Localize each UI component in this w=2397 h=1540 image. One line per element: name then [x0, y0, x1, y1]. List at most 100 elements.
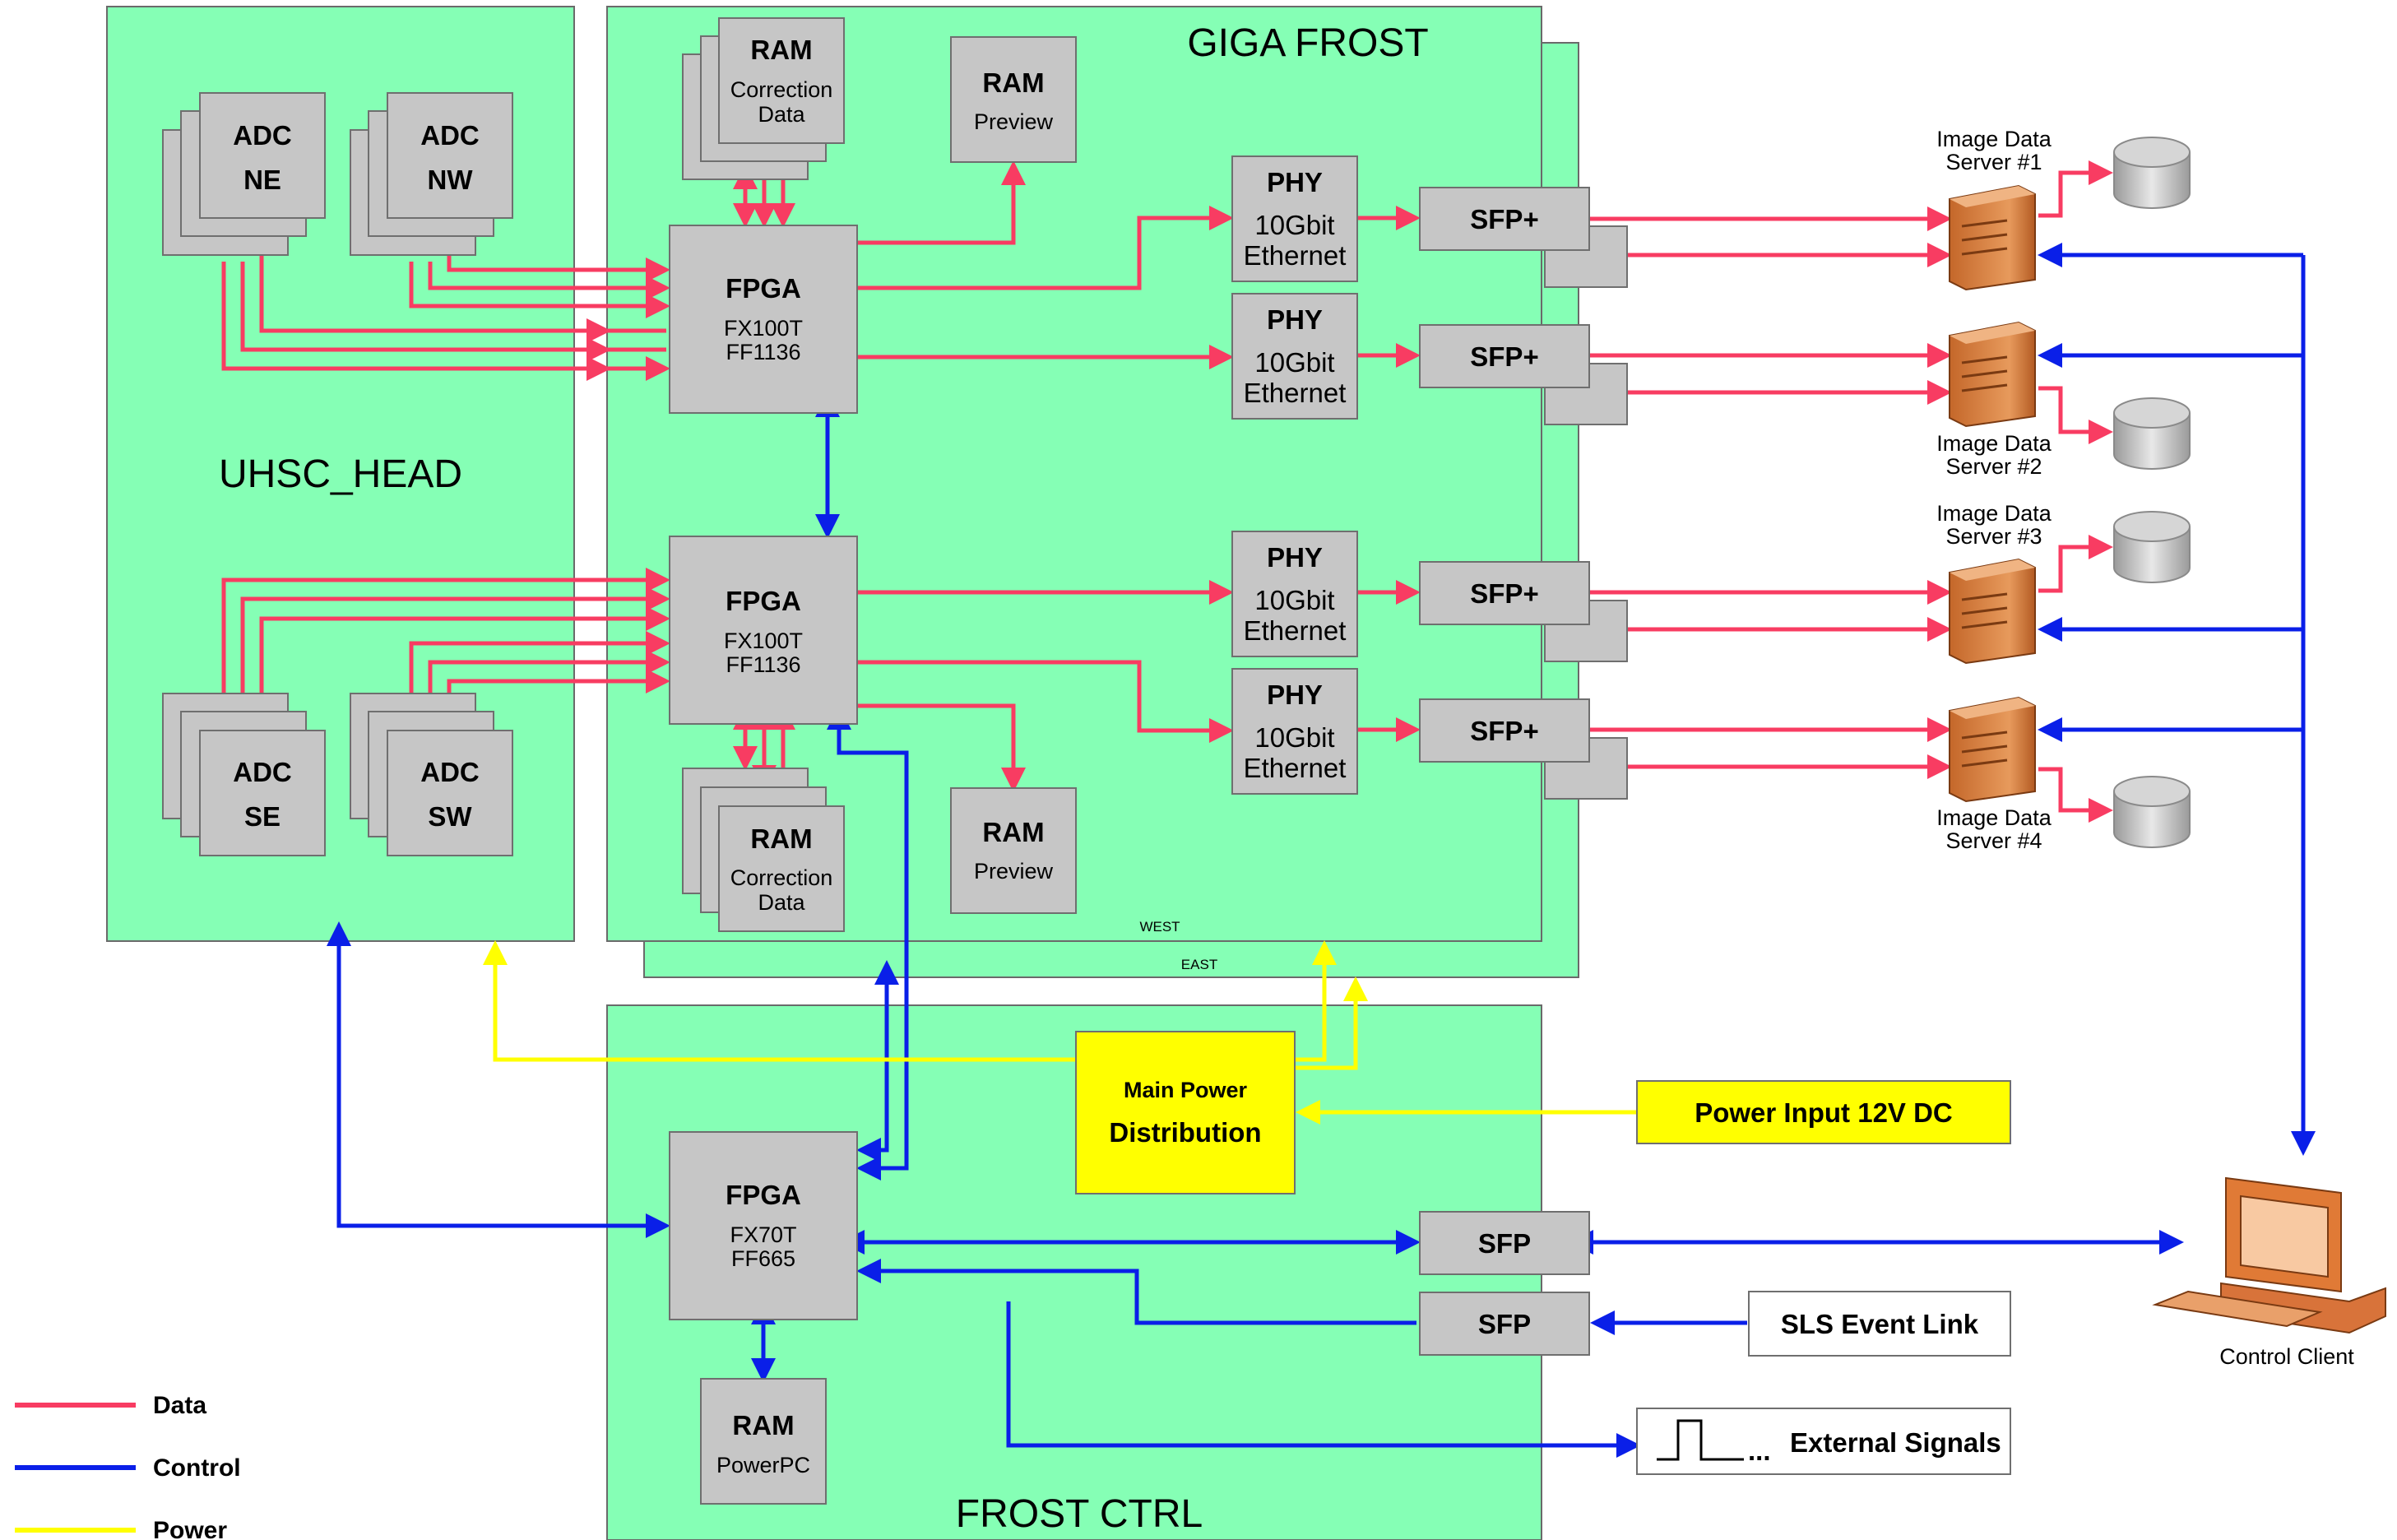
main-power-line1: Main Power [1124, 1078, 1248, 1102]
phy-1-line2: Ethernet [1244, 240, 1347, 271]
ram-powerpc: RAM PowerPC [700, 1378, 827, 1505]
server-4 [1949, 696, 2036, 803]
external-signals-dots: ... [1748, 1436, 1771, 1466]
adc-nw: ADC NW [350, 92, 513, 256]
sfp-plus-3-label: SFP+ [1470, 578, 1538, 609]
phy-3-label: PHY [1267, 542, 1323, 573]
fpga-bottom: FPGA FX100T FF1136 [669, 536, 858, 725]
ram-powerpc-sub: PowerPC [716, 1453, 810, 1477]
fpga-ctrl-pkg: FF665 [731, 1246, 795, 1271]
adc-se-label: ADC [233, 757, 292, 787]
sfp-plus-4-label: SFP+ [1470, 716, 1538, 746]
legend: Data Control Power [15, 1392, 241, 1540]
adc-ne-name: NE [243, 165, 281, 195]
disk-2 [2113, 397, 2191, 470]
phy-3-line2: Ethernet [1244, 615, 1347, 646]
sls-event-link-label: SLS Event Link [1781, 1309, 1979, 1339]
ram-correction-top-line2: Data [758, 102, 805, 127]
server-2-label: Image Data [1936, 431, 2052, 456]
server-4-label: Image Data [1936, 805, 2052, 830]
phy-1-line1: 10Gbit [1254, 210, 1334, 240]
server-1 [1949, 184, 2036, 291]
phy-3-line1: 10Gbit [1254, 585, 1334, 615]
phy-1: PHY 10Gbit Ethernet [1231, 155, 1358, 282]
disk-3 [2113, 511, 2191, 583]
fpga-bottom-part: FX100T [724, 629, 803, 653]
ram-correction-top: RAM Correction Data [682, 17, 845, 180]
power-input: Power Input 12V DC [1636, 1080, 2011, 1144]
server-3 [1949, 558, 2036, 665]
adc-nw-label: ADC [420, 120, 480, 151]
ram-correction-top-line1: Correction [730, 77, 833, 102]
adc-nw-name: NW [428, 165, 474, 195]
fpga-ctrl-part: FX70T [730, 1222, 796, 1247]
ram-correction-bottom-line2: Data [758, 890, 805, 915]
west-label: WEST [1139, 919, 1180, 935]
phy-2-line1: 10Gbit [1254, 347, 1334, 378]
server-1-label: Image Data [1936, 127, 2052, 151]
phy-4: PHY 10Gbit Ethernet [1231, 668, 1358, 795]
sfp-1: SFP [1419, 1211, 1590, 1275]
fpga-top-pkg: FF1136 [726, 340, 800, 364]
server-2 [1949, 321, 2036, 428]
legend-control-label: Control [153, 1454, 241, 1482]
fpga-top-part: FX100T [724, 316, 803, 341]
external-signals: ... External Signals [1636, 1408, 2011, 1475]
ram-preview-bottom: RAM Preview [950, 787, 1077, 914]
disk-1 [2113, 137, 2191, 209]
server-1-name: Server #1 [1945, 150, 2042, 174]
main-power-line2: Distribution [1109, 1117, 1261, 1148]
sfp-1-label: SFP [1478, 1228, 1531, 1259]
sfp-plus-2: SFP+ [1419, 324, 1628, 425]
sls-event-link: SLS Event Link [1748, 1291, 2011, 1357]
east-label: EAST [1181, 957, 1217, 972]
ram-preview-top: RAM Preview [950, 36, 1077, 163]
uhsc-head-title: UHSC_HEAD [219, 452, 462, 496]
disk-4 [2113, 776, 2191, 848]
fpga-ctrl: FPGA FX70T FF665 [669, 1131, 858, 1320]
ram-correction-bottom: RAM Correction Data [682, 768, 845, 932]
adc-ne: ADC NE [162, 92, 326, 256]
server-2-name: Server #2 [1945, 454, 2042, 479]
fpga-top: FPGA FX100T FF1136 [669, 225, 858, 414]
main-power-distribution: Main Power Distribution [1075, 1031, 1296, 1194]
computer-icon [2152, 1176, 2386, 1334]
ram-preview-bottom-sub: Preview [974, 859, 1054, 884]
frost-ctrl-title: FROST CTRL [956, 1492, 1203, 1536]
phy-4-label: PHY [1267, 680, 1323, 710]
phy-3: PHY 10Gbit Ethernet [1231, 531, 1358, 657]
pulse-icon [1657, 1419, 1744, 1461]
sfp-2: SFP [1419, 1292, 1590, 1356]
sfp-plus-3: SFP+ [1419, 561, 1628, 662]
phy-1-label: PHY [1267, 167, 1323, 197]
adc-ne-label: ADC [233, 120, 292, 151]
power-input-label: Power Input 12V DC [1695, 1097, 1953, 1128]
ram-correction-bottom-line1: Correction [730, 865, 833, 890]
ram-correction-top-label: RAM [750, 35, 812, 65]
ram-powerpc-label: RAM [732, 1410, 794, 1440]
ram-correction-bottom-label: RAM [750, 823, 812, 854]
sfp-plus-1: SFP+ [1419, 187, 1628, 288]
adc-sw-name: SW [428, 801, 472, 832]
adc-se-name: SE [244, 801, 280, 832]
phy-2: PHY 10Gbit Ethernet [1231, 293, 1358, 420]
server-3-name: Server #3 [1945, 524, 2042, 549]
legend-power-label: Power [153, 1517, 227, 1540]
sfp-plus-4: SFP+ [1419, 698, 1628, 800]
ram-preview-top-label: RAM [982, 67, 1044, 98]
server-3-label: Image Data [1936, 501, 2052, 526]
phy-4-line2: Ethernet [1244, 753, 1347, 783]
adc-sw: ADC SW [350, 693, 513, 856]
fpga-top-label: FPGA [726, 273, 801, 304]
server-4-name: Server #4 [1945, 828, 2042, 853]
adc-sw-label: ADC [420, 757, 480, 787]
external-signals-label: External Signals [1790, 1427, 2001, 1458]
fpga-bottom-label: FPGA [726, 586, 801, 616]
giga-frost-title: GIGA FROST [1187, 21, 1428, 65]
phy-2-line2: Ethernet [1244, 378, 1347, 408]
ram-preview-top-sub: Preview [974, 109, 1054, 134]
sfp-2-label: SFP [1478, 1309, 1531, 1339]
sfp-plus-2-label: SFP+ [1470, 341, 1538, 372]
ram-preview-bottom-label: RAM [982, 817, 1044, 847]
